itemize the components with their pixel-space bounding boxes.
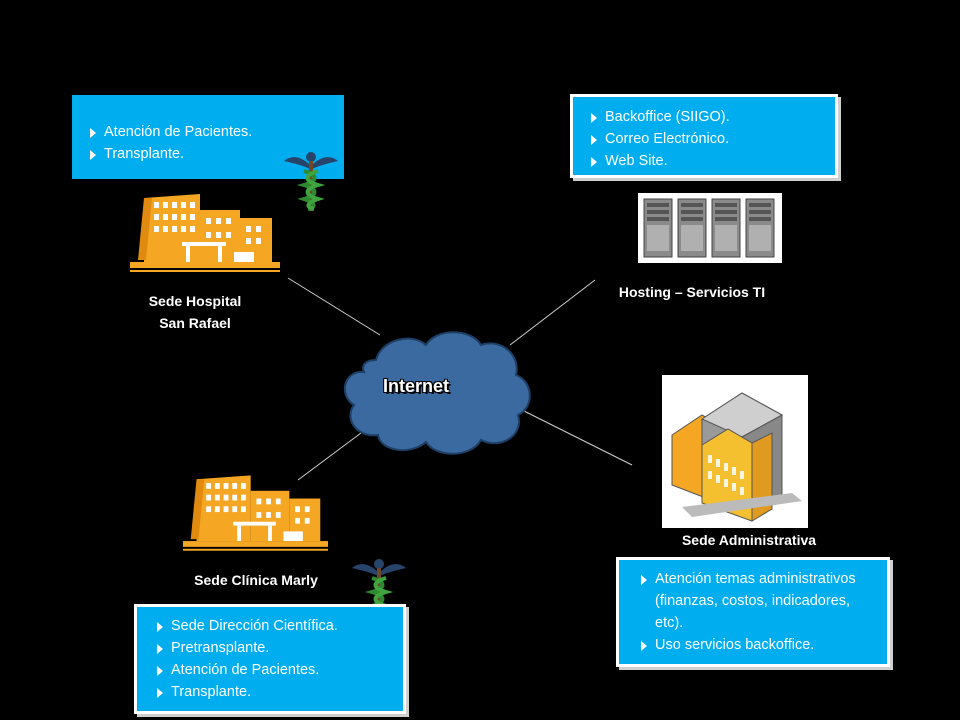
clinica-info-box: Sede Dirección Científica. Pretransplant… xyxy=(134,604,406,714)
admin-info-box: Atención temas administrativos (finanzas… xyxy=(616,557,890,667)
line-admin xyxy=(517,407,633,466)
list-item: Backoffice (SIIGO). xyxy=(589,106,835,128)
list-item: Transplante. xyxy=(88,143,344,165)
internet-cloud-icon xyxy=(344,331,531,455)
caduceus-icon xyxy=(284,152,338,211)
hospital-info-box: Atención de Pacientes. Transplante. xyxy=(72,95,344,179)
hospital-building-icon xyxy=(130,194,280,272)
hosting-name: Hosting – Servicios TI xyxy=(618,284,766,300)
list-item: Web Site. xyxy=(589,150,835,172)
line-hospital xyxy=(287,277,381,336)
hospital-name-line2: San Rafael xyxy=(159,315,231,331)
admin-name: Sede Administrativa xyxy=(681,532,817,548)
hospital-name-line1: Sede Hospital xyxy=(148,293,242,309)
list-item: Uso servicios backoffice. xyxy=(639,634,879,656)
list-item: Atención de Pacientes. xyxy=(88,121,344,143)
list-item: Atención de Pacientes. xyxy=(155,659,403,681)
hosting-info-box: Backoffice (SIIGO). Correo Electrónico. … xyxy=(570,94,838,178)
office-building-icon xyxy=(662,375,808,528)
line-clinica xyxy=(297,429,366,481)
line-hosting xyxy=(509,279,596,346)
server-rack-icon xyxy=(638,193,782,263)
hospital-name: Sede Hospital San Rafael xyxy=(120,290,270,334)
clinica-name: Sede Clínica Marly xyxy=(194,572,318,588)
list-item: Sede Dirección Científica. xyxy=(155,615,403,637)
server-unit xyxy=(643,198,673,258)
list-item: Atención temas administrativos (finanzas… xyxy=(639,568,879,634)
internet-label: Internet xyxy=(383,376,450,396)
list-item: Transplante. xyxy=(155,681,403,703)
list-item: Pretransplante. xyxy=(155,637,403,659)
hospital-building-icon xyxy=(183,475,328,551)
list-item: Correo Electrónico. xyxy=(589,128,835,150)
